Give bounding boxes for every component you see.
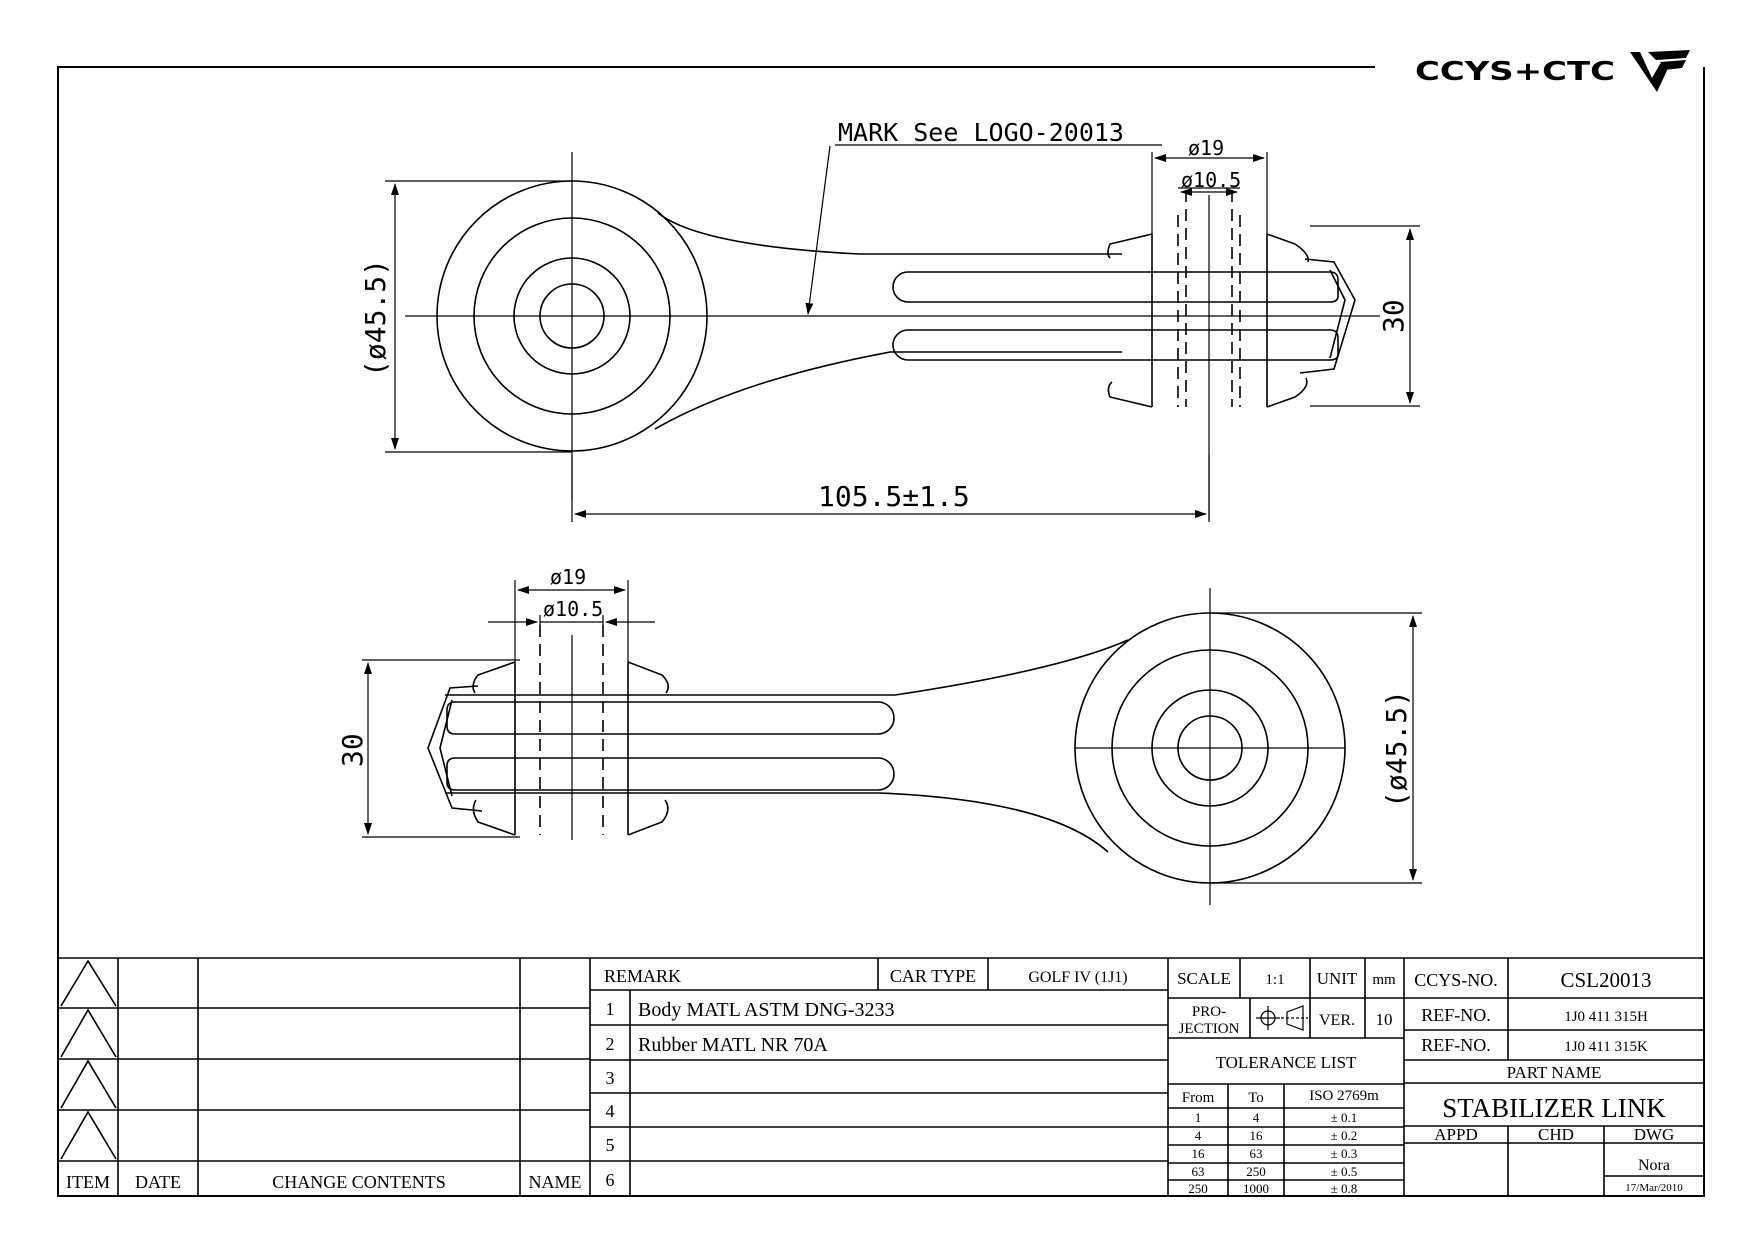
- car-type-label: CAR TYPE: [890, 966, 976, 986]
- revision-triangle-icons: [60, 959, 117, 1160]
- brand-name: CCYS+CTC: [1415, 57, 1615, 87]
- top-length-label: 105.5±1.5: [818, 480, 970, 513]
- top-dimension-labels: MARK See LOGO-20013 ø19 ø10.5 30 (ø45.5)…: [359, 118, 1410, 513]
- remark-row-3-num: 3: [606, 1068, 615, 1088]
- dwg-label: DWG: [1634, 1125, 1675, 1144]
- top-center-lines: [405, 152, 1380, 520]
- projection-label-2: JECTION: [1179, 1021, 1240, 1037]
- ref-no-2-value: 1J0 411 315K: [1564, 1039, 1648, 1055]
- tolerance-row-5-to: 1000: [1243, 1181, 1269, 1196]
- tolerance-header-from: From: [1182, 1090, 1215, 1106]
- tolerance-row-3-from: 16: [1192, 1146, 1206, 1161]
- bottom-eye-dia-label: (ø45.5): [1380, 690, 1413, 808]
- rev-header-change: CHANGE CONTENTS: [272, 1172, 446, 1192]
- remark-row-6-num: 6: [606, 1170, 615, 1190]
- scale-label: SCALE: [1177, 969, 1231, 988]
- unit-label: UNIT: [1317, 969, 1358, 988]
- tolerance-row-3-tol: ± 0.3: [1331, 1146, 1358, 1161]
- top-dia-outer-label: ø19: [1188, 136, 1224, 160]
- remark-title: REMARK: [604, 966, 681, 986]
- top-dia-inner-label: ø10.5: [1181, 168, 1241, 192]
- revision-triangle-icon: [60, 959, 117, 1007]
- rev-header-name: NAME: [529, 1172, 582, 1192]
- remark-row-2-text: Rubber MATL NR 70A: [638, 1034, 828, 1056]
- projection-label-1: PRO-: [1192, 1004, 1226, 1020]
- tolerance-row-5-tol: ± 0.8: [1331, 1181, 1358, 1196]
- title-block-lines: [58, 957, 1704, 1196]
- mark-note: MARK See LOGO-20013: [838, 118, 1124, 147]
- ref-no-2-label: REF-NO.: [1421, 1035, 1491, 1055]
- part-name: STABILIZER LINK: [1442, 1093, 1666, 1123]
- top-eye-dia-label: (ø45.5): [359, 259, 392, 377]
- remark-row-2-num: 2: [606, 1034, 615, 1054]
- drawer-name: Nora: [1638, 1157, 1670, 1174]
- remark-row-5-num: 5: [606, 1135, 615, 1155]
- tolerance-row-5-from: 250: [1188, 1181, 1208, 1196]
- tolerance-row-1-from: 1: [1195, 1110, 1202, 1125]
- rev-header-date: DATE: [135, 1172, 181, 1192]
- tolerance-row-1-tol: ± 0.1: [1331, 1110, 1358, 1125]
- tolerance-header-to: To: [1248, 1090, 1264, 1106]
- bottom-dia-inner-label: ø10.5: [543, 597, 603, 621]
- unit-value: mm: [1372, 972, 1396, 988]
- brand-logo: CCYS+CTC: [1415, 50, 1690, 92]
- border-frame: [57, 66, 1705, 1197]
- bottom-dimensions: [362, 580, 1422, 884]
- revision-triangle-icon: [60, 1059, 117, 1109]
- ccys-no-label: CCYS-NO.: [1414, 970, 1498, 990]
- tolerance-title: TOLERANCE LIST: [1216, 1053, 1357, 1072]
- appd-label: APPD: [1434, 1125, 1477, 1144]
- part-name-label: PART NAME: [1507, 1063, 1602, 1082]
- logo-emblem-icon: [1630, 50, 1690, 92]
- remark-row-1-text: Body MATL ASTM DNG-3233: [638, 999, 895, 1021]
- ver-label: VER.: [1319, 1012, 1355, 1029]
- ver-value: 10: [1376, 1010, 1393, 1029]
- chd-label: CHD: [1538, 1125, 1574, 1144]
- tolerance-row-4-to: 250: [1246, 1164, 1266, 1179]
- tolerance-row-4-from: 63: [1192, 1164, 1205, 1179]
- tolerance-row-2-tol: ± 0.2: [1331, 1128, 1358, 1143]
- projection-symbol-icon: [1256, 1005, 1308, 1031]
- ref-no-1-label: REF-NO.: [1421, 1005, 1491, 1025]
- tolerance-row-3-to: 63: [1250, 1146, 1263, 1161]
- ref-no-1-value: 1J0 411 315H: [1564, 1009, 1648, 1025]
- ccys-no-value: CSL20013: [1560, 968, 1651, 992]
- tolerance-row-2-from: 4: [1195, 1128, 1202, 1143]
- tolerance-row-1-to: 4: [1253, 1110, 1260, 1125]
- remark-row-4-num: 4: [606, 1101, 615, 1121]
- rev-header-item: ITEM: [66, 1172, 110, 1192]
- bottom-dia-outer-label: ø19: [550, 565, 586, 589]
- scale-value: 1:1: [1265, 972, 1284, 988]
- top-height-label: 30: [1377, 299, 1410, 333]
- revision-triangle-icon: [60, 1110, 117, 1160]
- tolerance-row-4-tol: ± 0.5: [1331, 1164, 1358, 1179]
- remark-row-1-num: 1: [606, 999, 615, 1019]
- title-block-text: ITEM DATE CHANGE CONTENTS NAME REMARK CA…: [66, 966, 1683, 1196]
- bottom-center-lines: [571, 588, 1345, 905]
- revision-triangle-icon: [60, 1008, 117, 1058]
- car-type-value: GOLF IV (1J1): [1028, 969, 1127, 986]
- top-dimensions: [385, 144, 1420, 522]
- drawing-date: 17/Mar/2010: [1625, 1182, 1683, 1194]
- tolerance-row-2-to: 16: [1250, 1128, 1264, 1143]
- bottom-dimension-labels: ø19 ø10.5 30 (ø45.5): [336, 565, 1413, 808]
- bottom-height-label: 30: [336, 733, 369, 767]
- tolerance-header-std: ISO 2769m: [1309, 1088, 1379, 1104]
